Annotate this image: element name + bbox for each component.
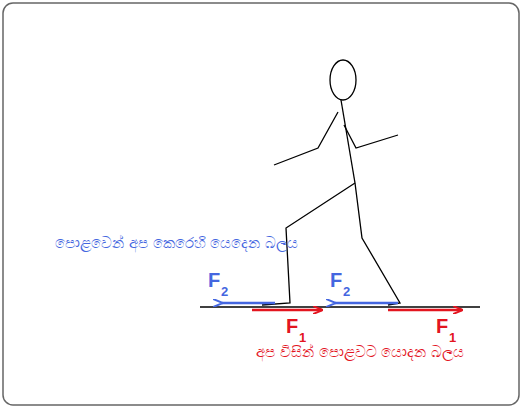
force-arrow <box>335 302 398 305</box>
ground-line <box>200 306 480 308</box>
force-subscript: 2 <box>343 285 350 298</box>
force-symbol: F <box>330 270 342 290</box>
force-arrow <box>252 309 322 312</box>
force-symbol: F <box>208 270 220 290</box>
force-subscript: 1 <box>299 331 306 344</box>
force-caption: පොළවෙන් අප කෙරෙහි යෙදෙන බලය <box>55 236 298 251</box>
force-caption: අප විසින් පොළවට යොදන බලය <box>256 345 464 360</box>
force-arrow <box>388 309 462 312</box>
force-subscript: 2 <box>221 285 228 298</box>
stick-figure <box>262 60 400 305</box>
force-subscript: 1 <box>449 331 456 344</box>
force-symbol: F <box>436 316 448 336</box>
frame <box>3 3 519 405</box>
force-symbol: F <box>286 316 298 336</box>
force-arrow <box>222 302 275 305</box>
